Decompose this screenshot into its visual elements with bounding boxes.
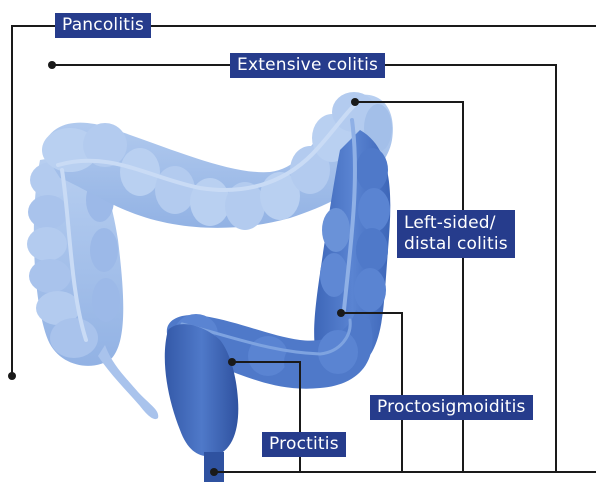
extensive-dot — [48, 61, 56, 69]
label-pancolitis: Pancolitis — [55, 13, 151, 38]
proctosigmoiditis-dot — [337, 309, 345, 317]
label-left-sided-line1: Left-sided/ — [404, 213, 508, 234]
label-proctosigmoiditis: Proctosigmoiditis — [370, 395, 533, 420]
left-sided-dot — [351, 98, 359, 106]
pancolitis-dot — [8, 372, 16, 380]
colon-illustration — [27, 92, 393, 482]
label-proctitis: Proctitis — [262, 432, 346, 457]
baseline-dot — [210, 468, 218, 476]
label-left-sided-line2: distal colitis — [404, 234, 508, 255]
label-left-sided-distal-colitis: Left-sided/ distal colitis — [397, 210, 515, 258]
label-extensive-colitis: Extensive colitis — [230, 53, 385, 78]
proctitis-dot — [228, 358, 236, 366]
